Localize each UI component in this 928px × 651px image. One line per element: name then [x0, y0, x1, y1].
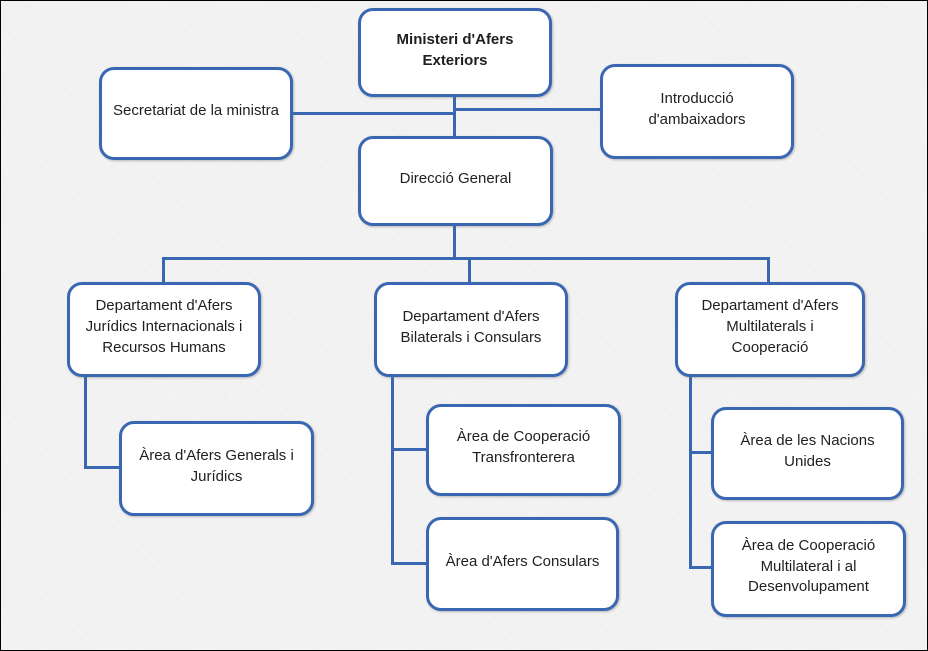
connector-branch-multilaterals-v: [689, 377, 692, 569]
node-area-consulars-label: Àrea d'Afers Consulars: [445, 552, 600, 570]
node-ministry-label: Ministeri d'Afers Exteriors: [396, 30, 514, 69]
node-area-transfronterera-label: Àrea de Cooperació Transfronterera: [456, 428, 591, 466]
node-dept-multilaterals: Departament d'Afers Multilaterals i Coop…: [675, 282, 865, 377]
connector-branch-juridics-h: [84, 466, 119, 469]
node-direccio-label: Direcció General: [399, 169, 512, 187]
node-secretariat-label: Secretariat de la ministra: [113, 102, 279, 120]
connector-ambassadors: [453, 108, 601, 111]
connector-branch-nacions-h: [689, 451, 711, 454]
node-ambassadors: Introducció d'ambaixadors: [600, 64, 794, 159]
connector-drop-bilaterals: [468, 257, 471, 283]
node-dept-juridics: Departament d'Afers Jurídics Internacion…: [67, 282, 261, 377]
node-secretariat: Secretariat de la ministra: [99, 67, 293, 160]
node-direccio: Direcció General: [358, 136, 553, 226]
connector-ministry-direccio: [453, 97, 456, 137]
connector-branch-juridics-v: [84, 377, 87, 469]
connector-secretariat: [293, 112, 454, 115]
connector-drop-juridics: [162, 257, 165, 283]
node-area-nacions-label: Àrea de les Nacions Unides: [740, 431, 875, 470]
connector-branch-bilaterals-v: [391, 377, 394, 565]
node-ministry: Ministeri d'Afers Exteriors: [358, 8, 552, 97]
node-dept-bilaterals-label: Departament d'Afers Bilaterals i Consula…: [400, 307, 542, 346]
node-dept-bilaterals: Departament d'Afers Bilaterals i Consula…: [374, 282, 568, 377]
connector-branch-desenvolupament-h: [689, 566, 711, 569]
node-area-generals: Àrea d'Afers Generals i Jurídics: [119, 421, 314, 516]
node-area-nacions: Àrea de les Nacions Unides: [711, 407, 904, 500]
connector-branch-transfronterera-h: [391, 448, 426, 451]
node-dept-juridics-label: Departament d'Afers Jurídics Internacion…: [85, 297, 243, 356]
node-area-transfronterera: Àrea de Cooperació Transfronterera: [426, 404, 621, 496]
node-area-desenvolupament-label: Àrea de Cooperació Multilateral i al Des…: [741, 536, 876, 596]
connector-drop-multilaterals: [767, 257, 770, 283]
connector-departments-rail: [162, 257, 770, 260]
node-dept-multilaterals-label: Departament d'Afers Multilaterals i Coop…: [701, 297, 839, 356]
node-ambassadors-label: Introducció d'ambaixadors: [648, 89, 746, 128]
node-area-desenvolupament: Àrea de Cooperació Multilateral i al Des…: [711, 521, 906, 617]
connector-branch-consulars-h: [391, 562, 426, 565]
node-area-generals-label: Àrea d'Afers Generals i Jurídics: [139, 446, 294, 485]
connector-direccio-stem: [453, 226, 456, 259]
node-area-consulars: Àrea d'Afers Consulars: [426, 517, 619, 611]
